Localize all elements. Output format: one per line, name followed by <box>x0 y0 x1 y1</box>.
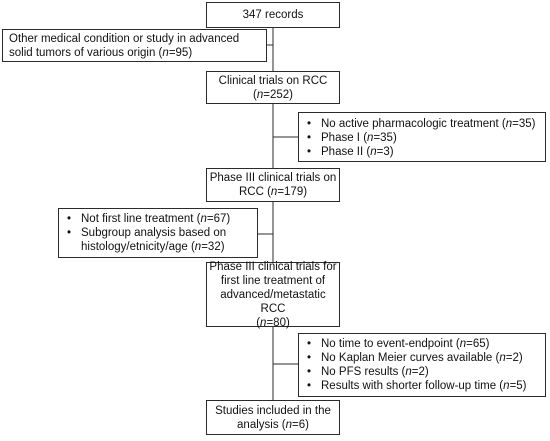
clinical-rcc-line1: Clinical trials on RCC <box>218 74 328 87</box>
excluded-endpoint-item: No PFS results (n=2) <box>305 365 539 379</box>
included-line2: analysis (n=6) <box>237 418 309 431</box>
phase3-first-line-line3: advanced/metastatic RCC <box>220 288 326 315</box>
excluded-other-line2: solid tumors of various origin (n=95) <box>9 47 193 59</box>
phase3-box: Phase III clinical trials on RCC (n=179) <box>206 168 340 202</box>
excluded-endpoint-list: No time to event-endpoint (n=65) No Kapl… <box>305 337 539 393</box>
excluded-endpoint-box: No time to event-endpoint (n=65) No Kapl… <box>298 333 546 397</box>
phase3-line1: Phase III clinical trials on <box>209 172 337 184</box>
excluded-pharma-item: No active pharmacologic treatment (n=35) <box>305 117 539 131</box>
excluded-pharma-item: Phase I (n=35) <box>305 131 539 145</box>
phase3-line2: RCC (n=179) <box>238 186 308 198</box>
phase3-first-line-line1: Phase III clinical trials for <box>209 260 337 273</box>
clinical-rcc-box: Clinical trials on RCC (n=252) <box>206 71 340 104</box>
excluded-first-line-item: Subgroup analysis based onhistology/etni… <box>65 226 251 254</box>
excluded-pharma-item: Phase II (n=3) <box>305 145 539 159</box>
records-box: 347 records <box>206 2 340 28</box>
excluded-first-line-item: Not first line treatment (n=67) <box>65 212 251 226</box>
phase3-first-line-line2: first line treatment of <box>220 274 326 287</box>
excluded-endpoint-item: No time to event-endpoint (n=65) <box>305 337 539 351</box>
phase3-first-line-count: (n=80) <box>256 316 290 329</box>
clinical-rcc-count: (n=252) <box>253 88 293 101</box>
excluded-endpoint-item: No Kaplan Meier curves available (n=2) <box>305 351 539 365</box>
excluded-other-box: Other medical condition or study in adva… <box>2 29 267 62</box>
excluded-other-line1: Other medical condition or study in adva… <box>9 33 240 45</box>
records-text: 347 records <box>242 9 304 21</box>
phase3-first-line-box: Phase III clinical trials for first line… <box>206 260 340 329</box>
excluded-pharma-box: No active pharmacologic treatment (n=35)… <box>298 112 546 162</box>
excluded-pharma-list: No active pharmacologic treatment (n=35)… <box>305 117 539 159</box>
included-line1: Studies included in the <box>215 404 331 417</box>
excluded-endpoint-item: Results with shorter follow-up time (n=5… <box>305 379 539 393</box>
excluded-first-line-list: Not first line treatment (n=67) Subgroup… <box>65 212 251 254</box>
included-box: Studies included in the analysis (n=6) <box>206 400 340 435</box>
excluded-first-line-box: Not first line treatment (n=67) Subgroup… <box>58 208 258 258</box>
